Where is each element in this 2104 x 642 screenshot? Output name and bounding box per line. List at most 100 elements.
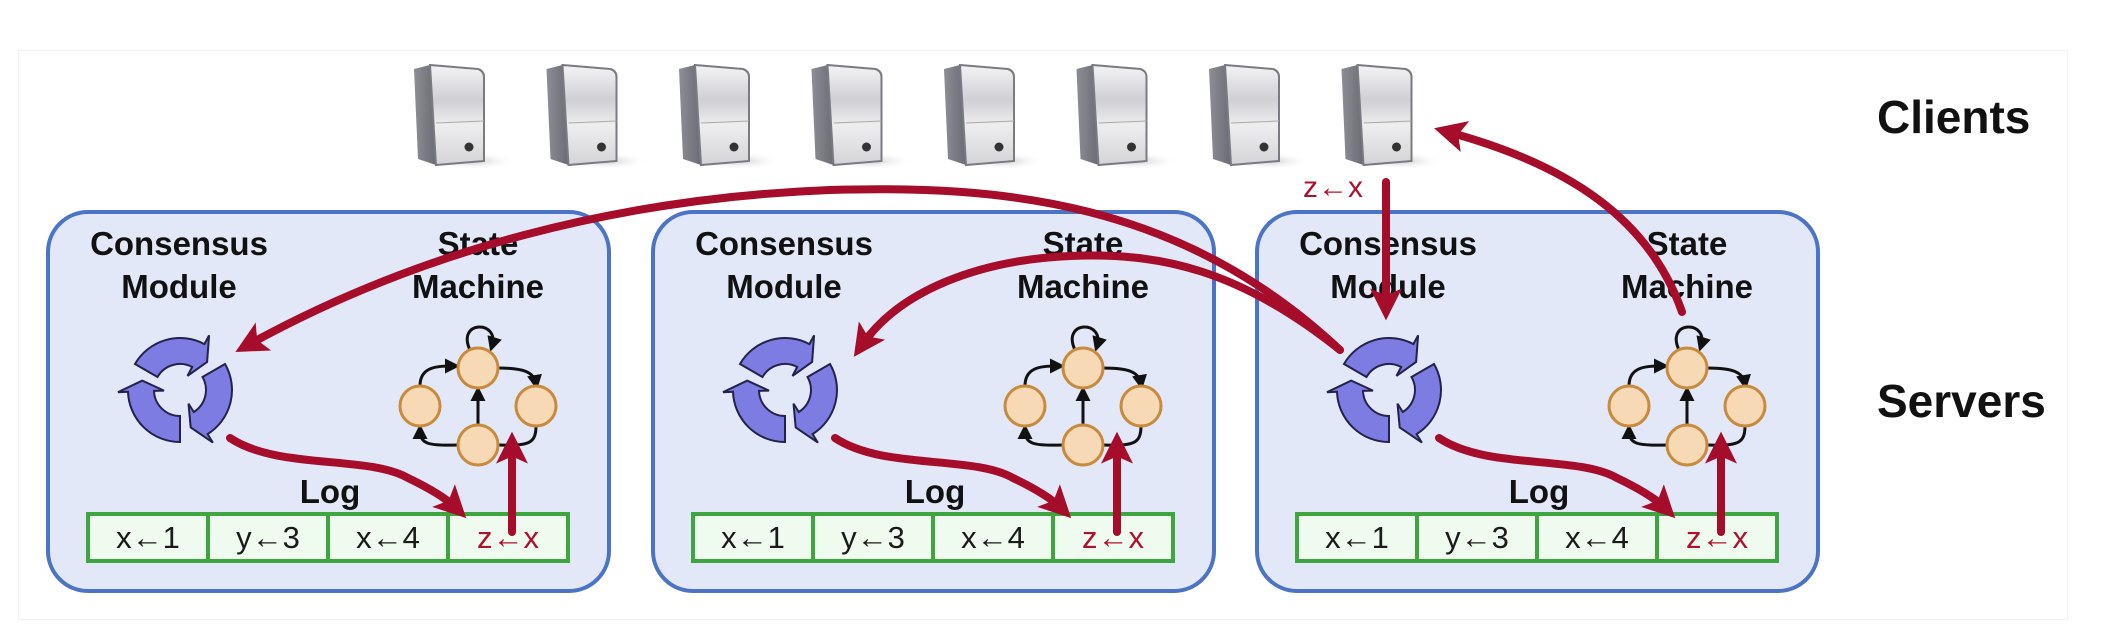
apply-to-log-arrow xyxy=(226,434,467,519)
power-button-icon xyxy=(729,142,739,152)
consensus-module-label: Module xyxy=(121,268,236,305)
log-entry-text: y←3 xyxy=(1445,520,1509,555)
client-computer xyxy=(811,63,914,170)
log-entry-text: x←4 xyxy=(961,520,1025,555)
log-label: Log xyxy=(905,473,965,510)
client-computer xyxy=(1076,63,1179,170)
log-entry: y←3 xyxy=(1415,512,1539,563)
self-loop-edge xyxy=(465,325,502,352)
computer-icon xyxy=(826,63,883,167)
state-machine-icon xyxy=(398,325,558,467)
computer-divider xyxy=(1230,120,1280,124)
state-node xyxy=(1665,346,1709,390)
state-machine-label: Machine xyxy=(1017,268,1149,305)
log-entry-text: x←1 xyxy=(116,520,180,555)
diagram-frame xyxy=(18,50,2068,620)
cycle-arrow-segment xyxy=(792,362,838,444)
power-button-icon xyxy=(862,142,871,152)
computer-divider xyxy=(1363,120,1412,124)
state-edge xyxy=(1621,424,1668,447)
computer-icon xyxy=(1223,63,1280,167)
client-computer xyxy=(944,63,1046,170)
computer-icon xyxy=(693,63,750,167)
client-computer xyxy=(414,63,516,170)
client-computer xyxy=(546,63,649,170)
computer-icon xyxy=(1356,63,1413,167)
computer-icon xyxy=(1091,63,1148,167)
cycle-arrow-segment xyxy=(1326,379,1390,444)
apply-to-log-arrow xyxy=(831,434,1072,519)
log-cell xyxy=(86,512,210,563)
state-node xyxy=(1665,423,1709,467)
state-node xyxy=(1003,384,1047,428)
computer-divider xyxy=(833,120,882,124)
state-node xyxy=(456,423,500,467)
log-label: Log xyxy=(1509,473,1569,510)
clients-label: Clients xyxy=(1877,91,2030,143)
state-edge xyxy=(1706,366,1751,390)
server-box xyxy=(651,210,1216,593)
computer-divider xyxy=(1098,120,1147,124)
state-machine-label: Machine xyxy=(412,268,544,305)
state-machine-label: State xyxy=(1647,225,1728,262)
state-edge xyxy=(1102,366,1147,390)
log-entry: y←3 xyxy=(811,512,935,563)
computer-icon xyxy=(561,63,618,167)
cycle-arrow-segment xyxy=(1396,362,1442,444)
computer-icon xyxy=(428,63,485,167)
clients-row xyxy=(414,63,1444,170)
log-cell xyxy=(931,512,1055,563)
power-button-icon xyxy=(994,142,1004,152)
state-edge xyxy=(1627,358,1669,387)
cycle-arrow-segment xyxy=(722,379,786,444)
replicate-arrow-to-server-1 xyxy=(235,185,1344,354)
state-node xyxy=(1607,384,1651,428)
power-button-icon xyxy=(597,142,606,152)
servers-label: Servers xyxy=(1877,375,2046,427)
log-entry: x←1 xyxy=(1295,512,1419,563)
computer-icon xyxy=(958,63,1015,167)
state-node xyxy=(1723,384,1767,428)
client-command-label: z←x xyxy=(1303,171,1363,204)
log-entry: y←3 xyxy=(206,512,330,563)
log-entry: x←1 xyxy=(691,512,815,563)
replicate-arrow-to-server-2 xyxy=(853,251,1344,357)
state-edge xyxy=(1017,424,1064,447)
log-cell xyxy=(1295,512,1419,563)
server-box xyxy=(46,210,611,593)
state-machine-icon xyxy=(1607,325,1767,467)
log-entry-text: y←3 xyxy=(841,520,905,555)
consensus-module-label: Consensus xyxy=(90,225,268,262)
log-entry-text: x←1 xyxy=(1325,520,1389,555)
state-node xyxy=(456,346,500,390)
log-entry: x←4 xyxy=(326,512,450,563)
state-node xyxy=(1119,384,1163,428)
state-machine-label: Machine xyxy=(1621,268,1753,305)
consensus-module-label: Module xyxy=(726,268,841,305)
self-loop-edge xyxy=(1674,325,1711,352)
computer-divider xyxy=(965,120,1015,124)
state-edge xyxy=(497,366,542,390)
log-cell xyxy=(1415,512,1539,563)
log-entry-text: x←4 xyxy=(356,520,420,555)
self-loop-edge xyxy=(1070,325,1107,352)
log-cell xyxy=(1655,512,1779,563)
log-cell xyxy=(326,512,450,563)
log-cell xyxy=(206,512,330,563)
state-node xyxy=(1061,423,1105,467)
log-entry: x←4 xyxy=(931,512,1055,563)
state-node xyxy=(398,384,442,428)
response-arrow-to-client xyxy=(1434,121,1686,316)
state-node xyxy=(1061,346,1105,390)
state-edge xyxy=(412,424,459,447)
consensus-module-label: Consensus xyxy=(695,225,873,262)
cycle-arrow-segment xyxy=(117,379,181,444)
client-computer xyxy=(1341,63,1444,170)
